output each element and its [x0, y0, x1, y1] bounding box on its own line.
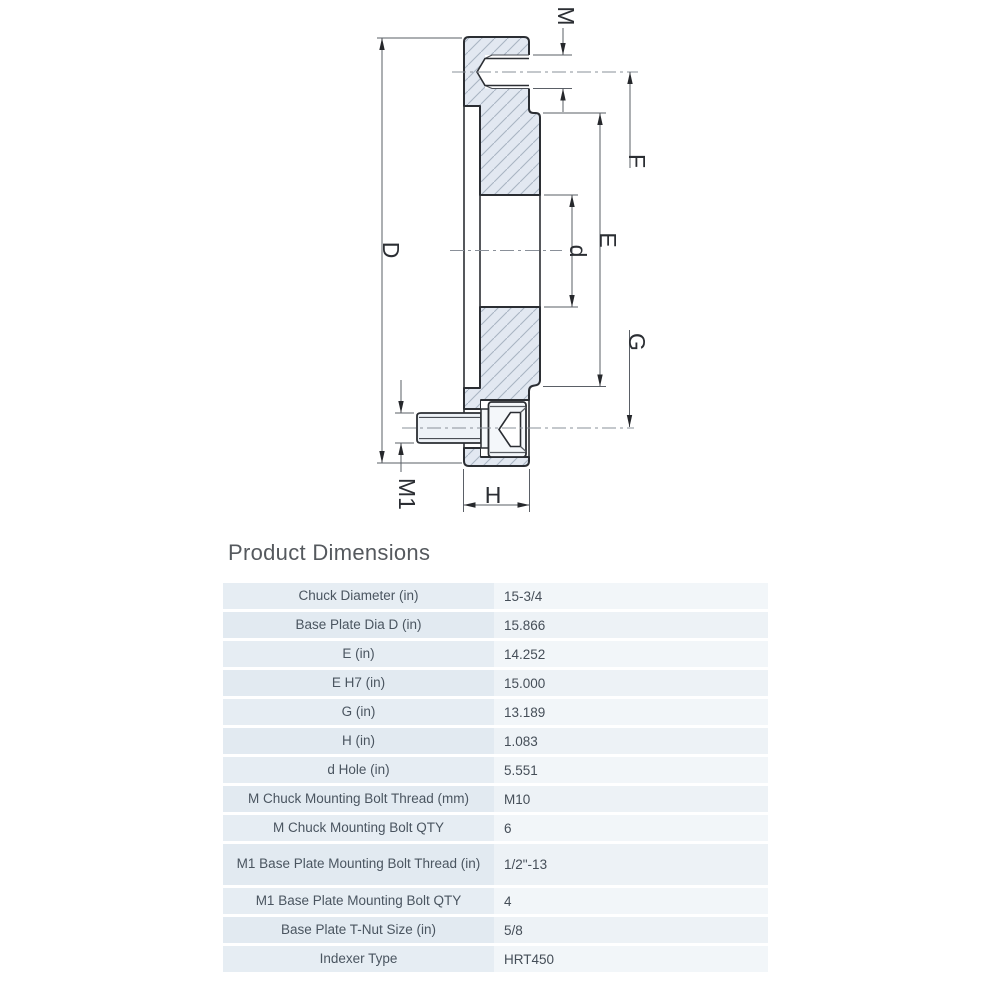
- row-label: H (in): [223, 728, 494, 754]
- row-value: 14.252: [494, 641, 768, 667]
- table-row: M1 Base Plate Mounting Bolt Thread (in) …: [223, 844, 768, 885]
- row-value: 13.189: [494, 699, 768, 725]
- row-value: 6: [494, 815, 768, 841]
- table-row: Base Plate T-Nut Size (in) 5/8: [223, 917, 768, 943]
- table-row: E (in) 14.252: [223, 641, 768, 667]
- row-value: 5/8: [494, 917, 768, 943]
- row-label: M Chuck Mounting Bolt Thread (mm): [223, 786, 494, 812]
- table-row: M Chuck Mounting Bolt QTY 6: [223, 815, 768, 841]
- row-value: M10: [494, 786, 768, 812]
- row-value: 15.000: [494, 670, 768, 696]
- table-row: Base Plate Dia D (in) 15.866: [223, 612, 768, 638]
- row-label: Base Plate T-Nut Size (in): [223, 917, 494, 943]
- row-label: M1 Base Plate Mounting Bolt Thread (in): [223, 844, 494, 885]
- dim-label-e: E: [595, 232, 621, 247]
- extension-lines: [377, 37, 606, 512]
- dimension-arrows: [379, 38, 633, 508]
- technical-drawing: M F E d D G M1 H: [377, 6, 650, 512]
- row-value: HRT450: [494, 946, 768, 972]
- table-row: Chuck Diameter (in) 15-3/4: [223, 583, 768, 609]
- row-label: Chuck Diameter (in): [223, 583, 494, 609]
- product-dimensions-table: Chuck Diameter (in) 15-3/4 Base Plate Di…: [223, 583, 768, 972]
- dim-label-m: M: [553, 6, 579, 25]
- centerlines: [402, 71, 638, 429]
- dim-label-d: d: [565, 245, 591, 258]
- row-value: 15.866: [494, 612, 768, 638]
- table-row: M Chuck Mounting Bolt Thread (mm) M10: [223, 786, 768, 812]
- table-row: E H7 (in) 15.000: [223, 670, 768, 696]
- table-row: M1 Base Plate Mounting Bolt QTY 4: [223, 888, 768, 914]
- dim-label-D: D: [378, 242, 404, 259]
- page-title: Product Dimensions: [228, 540, 431, 565]
- row-label: d Hole (in): [223, 757, 494, 783]
- row-value: 1.083: [494, 728, 768, 754]
- dimension-labels: M F E d D G M1 H: [378, 6, 650, 510]
- dim-label-f: F: [624, 154, 650, 168]
- dim-label-h: H: [485, 482, 502, 508]
- row-label: E H7 (in): [223, 670, 494, 696]
- row-value: 1/2"-13: [494, 844, 768, 885]
- table-row: H (in) 1.083: [223, 728, 768, 754]
- dim-label-g: G: [624, 333, 650, 351]
- row-value: 4: [494, 888, 768, 914]
- row-label: M1 Base Plate Mounting Bolt QTY: [223, 888, 494, 914]
- row-label: E (in): [223, 641, 494, 667]
- row-label: G (in): [223, 699, 494, 725]
- dim-label-m1: M1: [394, 478, 420, 510]
- bolt-shank: [416, 412, 482, 444]
- table-row: G (in) 13.189: [223, 699, 768, 725]
- row-value: 5.551: [494, 757, 768, 783]
- hex-socket: [498, 411, 522, 448]
- table-row: Indexer Type HRT450: [223, 946, 768, 972]
- row-label: M Chuck Mounting Bolt QTY: [223, 815, 494, 841]
- row-label: Base Plate Dia D (in): [223, 612, 494, 638]
- row-label: Indexer Type: [223, 946, 494, 972]
- row-value: 15-3/4: [494, 583, 768, 609]
- table-row: d Hole (in) 5.551: [223, 757, 768, 783]
